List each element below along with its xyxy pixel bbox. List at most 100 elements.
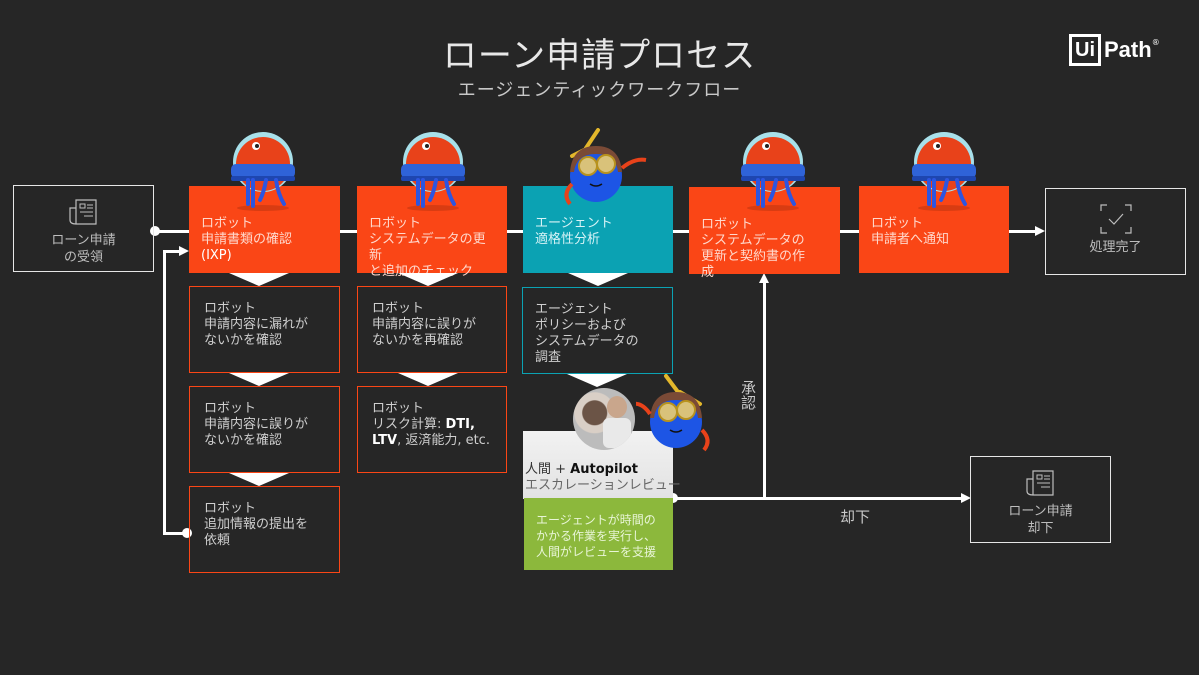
reject-label: 却下: [840, 508, 871, 526]
robot-mascot-icon: [231, 132, 295, 211]
step-2-robot[interactable]: ロボット システムデータの更新 と追加のチェック: [357, 186, 507, 279]
description-line: かかる作業を実行し、: [536, 529, 657, 543]
down-arrow-icon: [568, 273, 628, 286]
step-line: 成: [701, 265, 715, 280]
robot-mascot-icon: [401, 132, 465, 211]
arrow-head-icon: [759, 273, 769, 283]
down-arrow-icon: [398, 373, 458, 386]
down-arrow-icon: [567, 374, 627, 387]
sub-line: 調査: [535, 350, 562, 365]
human-review-subtitle: エスカレーションレビュー: [525, 478, 681, 493]
arrow-head-icon: [179, 246, 189, 256]
connector-dot: [668, 493, 678, 503]
connector-dot: [150, 226, 160, 236]
sub-actor: ロボット: [372, 401, 425, 416]
sub-line: 申請内容に誤りが: [372, 317, 477, 332]
sub-line: 追加情報の提出を: [204, 517, 309, 532]
approve-label: 承認: [739, 380, 757, 410]
loopback-top: [163, 250, 180, 253]
sub-actor: ロボット: [204, 401, 257, 416]
down-arrow-icon: [229, 273, 289, 286]
connector-5-end: [1009, 230, 1037, 233]
agent-pilot-mascot-icon: [564, 128, 647, 206]
down-arrow-icon: [229, 473, 289, 486]
connector-4-5: [840, 230, 859, 233]
start-box[interactable]: ローン申請 の受領: [13, 185, 154, 272]
down-arrow-icon: [229, 373, 289, 386]
sub-line: ないかを再確認: [372, 333, 464, 348]
people-avatar: [573, 388, 635, 450]
sub-line: リスク計算:: [372, 417, 446, 432]
rejected-box[interactable]: ローン申請 却下: [970, 456, 1111, 543]
branch2-item-2[interactable]: ロボット リスク計算: DTI, LTV, 返済能力, etc.: [357, 386, 507, 473]
connector-2-3: [507, 230, 523, 233]
step-actor: ロボット: [201, 216, 254, 231]
sub-line: ポリシーおよび: [535, 318, 627, 333]
step-line: システムデータの更新: [369, 232, 486, 263]
sub-actor: ロボット: [204, 301, 257, 316]
robot-mascot-icon: [912, 132, 976, 211]
logo-box: Ui: [1069, 34, 1101, 66]
agent-pilot-mascot-icon: [636, 374, 710, 452]
step-actor: ロボット: [871, 216, 924, 231]
end-label: 処理完了: [1089, 240, 1142, 255]
approve-line: [763, 282, 766, 499]
sub-actor: ロボット: [372, 301, 425, 316]
loopback-line: [163, 250, 166, 535]
step-actor: ロボット: [369, 216, 422, 231]
human-review-description: エージェントが時間の かかる作業を実行し、 人間がレビューを支援: [524, 498, 673, 570]
step-line: システムデータの: [701, 233, 805, 248]
sub-line: , 返済能力, etc.: [397, 433, 490, 448]
step-1-robot[interactable]: ロボット 申請書類の確認 (IXP): [189, 186, 340, 273]
logo-mark: ®: [1151, 38, 1160, 47]
document-icon: [1025, 470, 1054, 496]
branch1-item-3[interactable]: ロボット 追加情報の提出を 依頼: [189, 486, 340, 573]
step-line: (IXP): [201, 248, 232, 263]
step-line: 適格性分析: [535, 232, 601, 247]
step-line: 更新と契約書の作: [701, 249, 806, 264]
autopilot-label: Autopilot: [570, 462, 638, 477]
step-line: 申請書類の確認: [201, 232, 293, 247]
start-line2: の受領: [63, 250, 103, 265]
sub-line: システムデータの: [535, 334, 639, 349]
step-4-robot[interactable]: ロボット システムデータの 更新と契約書の作 成: [689, 187, 840, 280]
page-subtitle: エージェンティックワークフロー: [457, 80, 742, 101]
page-title: ローン申請プロセス: [442, 36, 757, 76]
description-line: 人間がレビューを支援: [536, 545, 657, 559]
sub-line: 申請内容に漏れが: [204, 317, 309, 332]
sub-bold: LTV: [372, 433, 398, 448]
uipath-logo: Ui Path ®: [1069, 34, 1160, 66]
robot-mascot-icon: [741, 132, 805, 211]
start-line1: ローン申請: [51, 233, 116, 248]
sub-line: 申請内容に誤りが: [204, 417, 309, 432]
connector-1-2: [340, 230, 358, 233]
loopback-bottom: [163, 532, 187, 535]
step-actor: ロボット: [701, 217, 754, 232]
branch2-item-1[interactable]: ロボット 申請内容に誤りが ないかを再確認: [357, 286, 507, 373]
document-icon: [68, 199, 97, 225]
step-actor: エージェント: [535, 216, 613, 231]
down-arrow-icon: [398, 273, 458, 286]
check-frame-icon: [1099, 204, 1132, 234]
branch3-agent[interactable]: エージェント ポリシーおよび システムデータの 調査: [522, 287, 673, 374]
end-box[interactable]: 処理完了: [1045, 188, 1186, 275]
arrow-head-icon: [961, 493, 971, 503]
step-line: 申請者へ通知: [871, 232, 950, 247]
branch1-item-1[interactable]: ロボット 申請内容に漏れが ないかを確認: [189, 286, 340, 373]
reject-line: [673, 497, 963, 500]
branch1-item-2[interactable]: ロボット 申請内容に誤りが ないかを確認: [189, 386, 340, 473]
sub-actor: エージェント: [535, 302, 613, 317]
sub-actor: ロボット: [204, 501, 257, 516]
arrow-head-icon: [1035, 226, 1045, 236]
human-review-title: 人間 + Autopilot: [525, 462, 638, 478]
connector-3-4: [673, 230, 689, 233]
connector-dot: [182, 528, 192, 538]
rejected-line2: 却下: [1027, 521, 1054, 536]
logo-text: Path: [1104, 37, 1152, 62]
rejected-line1: ローン申請: [1008, 504, 1073, 519]
sub-line: ないかを確認: [204, 333, 283, 348]
sub-line: ないかを確認: [204, 433, 283, 448]
connector-start: [153, 230, 190, 233]
sub-bold: DTI,: [445, 417, 475, 432]
human-title-prefix: 人間 +: [525, 462, 571, 477]
